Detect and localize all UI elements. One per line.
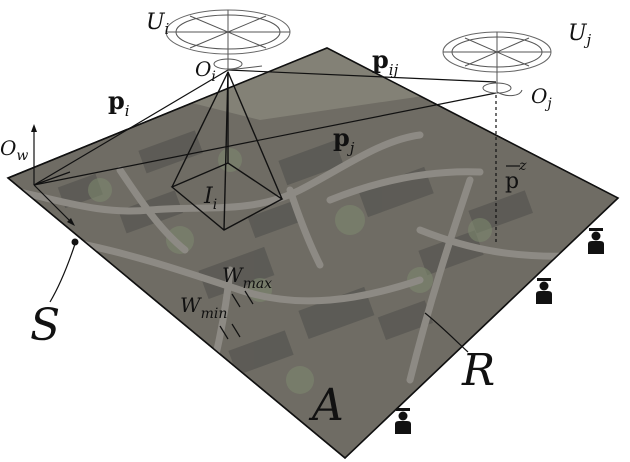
label-R: R (461, 345, 495, 396)
label-A: A (308, 380, 344, 431)
label-p-i: pi (108, 86, 130, 120)
label-p-ij: pij (372, 45, 399, 79)
drone-icon (166, 10, 290, 72)
label-O-w: Ow (0, 136, 28, 164)
person-icon (536, 278, 552, 304)
label-U-j: Uj (568, 21, 592, 49)
person-icon (395, 408, 411, 434)
person-icon (588, 228, 604, 254)
label-O-i: Oi (195, 57, 216, 85)
label-U-i: Ui (146, 10, 170, 38)
label-O-j: Oj (531, 84, 552, 112)
start-point-marker (50, 239, 79, 303)
label-S: S (30, 300, 60, 351)
